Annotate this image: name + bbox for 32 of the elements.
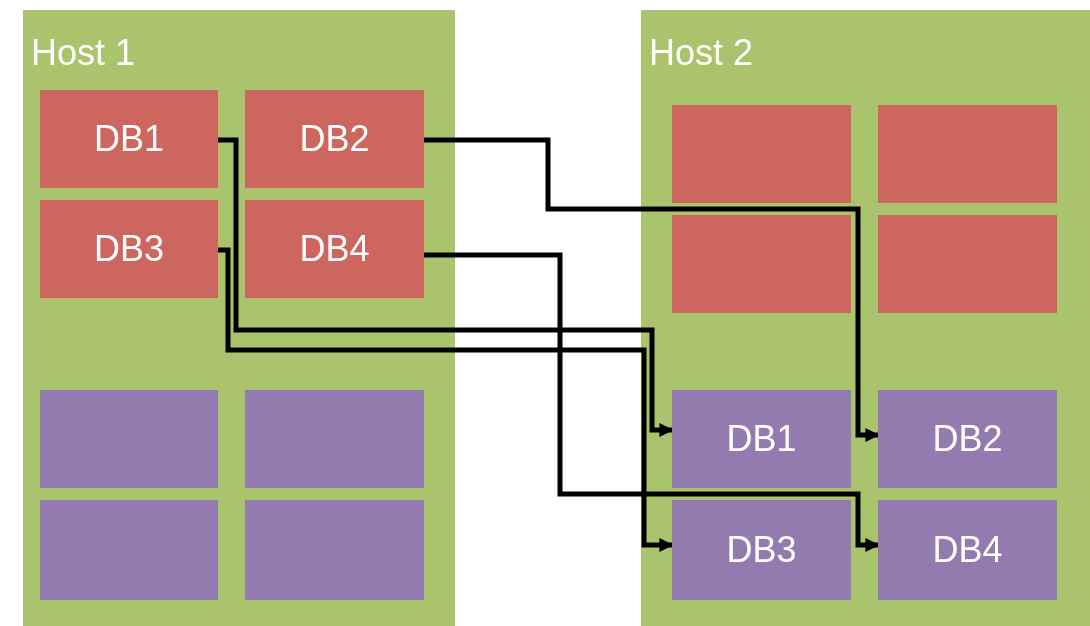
host-label: Host 1 <box>31 32 136 74</box>
empty-box <box>878 105 1057 203</box>
arrow <box>218 247 674 552</box>
host-panel <box>641 10 1090 626</box>
arrow <box>424 252 880 552</box>
database-label: DB3 <box>94 228 164 270</box>
host-panel <box>23 10 455 626</box>
arrow <box>218 137 674 437</box>
empty-box <box>672 105 851 203</box>
arrow <box>424 137 880 442</box>
empty-box <box>245 500 424 600</box>
database-label: DB4 <box>299 228 370 270</box>
empty-box <box>40 500 218 600</box>
database-label: DB2 <box>932 418 1003 460</box>
database-label: DB4 <box>932 529 1003 571</box>
database-box <box>672 500 851 600</box>
database-box <box>40 90 218 188</box>
database-box <box>245 200 424 298</box>
host-label: Host 2 <box>649 32 754 74</box>
database-box <box>245 90 424 188</box>
empty-box <box>878 215 1057 313</box>
database-label: DB2 <box>299 118 370 160</box>
database-label: DB3 <box>726 529 797 571</box>
empty-box <box>245 390 424 488</box>
database-box <box>672 390 851 488</box>
empty-box <box>40 390 218 488</box>
database-box <box>878 390 1057 488</box>
database-label: DB1 <box>94 118 164 160</box>
database-box <box>878 500 1057 600</box>
database-label: DB1 <box>726 418 797 460</box>
empty-box <box>672 215 851 313</box>
database-box <box>40 200 218 298</box>
